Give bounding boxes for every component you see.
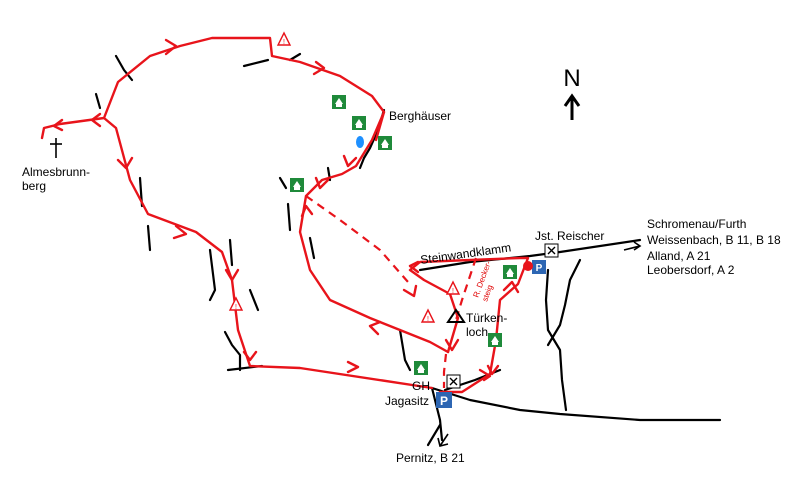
- trail-dashed-upper: [305, 195, 409, 283]
- label-pernitz: Pernitz, B 21: [396, 451, 465, 465]
- arrow-east-2: [172, 224, 188, 240]
- ridge-west-4: [228, 238, 234, 267]
- lake-icon: [356, 136, 364, 148]
- ridge-west-2: [208, 248, 217, 302]
- ridge-jagasitz: [398, 328, 412, 372]
- hut-icon: [352, 116, 366, 130]
- ridge-nw-3: [94, 92, 102, 110]
- road-south: [430, 386, 444, 442]
- hut-icon: [488, 333, 502, 347]
- trail-berghauser: [374, 110, 386, 142]
- ridge-top-1: [242, 58, 270, 68]
- hut-icon: [378, 136, 392, 150]
- trail-layer: [40, 36, 530, 394]
- arrow-ne-3: [342, 154, 358, 168]
- trail-loop-west: [40, 36, 450, 390]
- road-east: [430, 386, 722, 422]
- restaurant-icon: [446, 374, 461, 389]
- trailhead-dot: [523, 261, 533, 271]
- hut-icon: [503, 265, 517, 279]
- arrow-south-2: [224, 268, 240, 282]
- arrow-se-1: [402, 284, 418, 298]
- trail-arrows: [52, 38, 520, 382]
- label-almesbrunnberg-2: berg: [22, 179, 46, 193]
- arrow-north-3: [502, 280, 520, 294]
- label-schromenau: Schromenau/Furth: [647, 217, 746, 231]
- road-south-branch: [426, 423, 442, 447]
- danger-icon: !: [276, 31, 292, 46]
- exit-arrow-south: [437, 433, 449, 447]
- arrow-north-1: [300, 204, 314, 218]
- label-gh: GH: [412, 379, 430, 393]
- restaurant-icon: [544, 243, 559, 258]
- label-berghauser: Berghäuser: [389, 109, 451, 123]
- ridge-nw-4: [114, 54, 134, 82]
- label-jst-reischer: Jst. Reischer: [535, 229, 604, 243]
- arrow-ne-2: [312, 60, 326, 76]
- arrow-south-3: [116, 156, 134, 170]
- label-turkenloch-1: Türken-: [466, 311, 507, 325]
- hut-icon: [414, 361, 428, 375]
- arrow-west-1: [90, 112, 102, 128]
- arrow-north-2: [486, 364, 500, 376]
- parking-icon: P: [436, 392, 452, 408]
- cave-icon: [446, 308, 466, 323]
- arrow-ne-5: [478, 368, 492, 382]
- label-alland: Alland, A 21: [647, 249, 711, 263]
- arrow-south-1: [242, 350, 258, 362]
- arrow-ne-4: [314, 176, 330, 190]
- label-jagasitz: Jagasitz: [385, 394, 429, 408]
- danger-icon: !: [420, 308, 436, 323]
- label-turkenloch-2: loch: [466, 325, 488, 339]
- road-north-east: [418, 238, 642, 272]
- ridge-line: [546, 258, 582, 347]
- danger-icon: !: [445, 280, 461, 295]
- exit-arrow-east: [623, 241, 642, 251]
- svg-text:P: P: [536, 263, 543, 274]
- ridge-west-3: [248, 288, 260, 312]
- ridge-west-1: [223, 330, 242, 372]
- svg-text:!: !: [283, 39, 285, 46]
- parking-icon: P: [532, 260, 546, 274]
- north-arrow: N: [563, 65, 581, 120]
- arrow-ne-1: [164, 38, 178, 56]
- hut-icon: [332, 95, 346, 109]
- ridge-nw-2: [146, 224, 152, 252]
- svg-text:!: !: [452, 288, 454, 295]
- label-leobersdorf: Leobersdorf, A 2: [647, 263, 735, 277]
- svg-text:!: !: [427, 316, 429, 323]
- ridge-mid-1: [278, 176, 288, 190]
- hut-icon: [290, 178, 304, 192]
- cross-icon: [50, 138, 62, 158]
- ridge-mid-2: [286, 202, 292, 232]
- trail-loop-east: [408, 256, 530, 394]
- arrow-west-2: [52, 118, 64, 132]
- arrow-south-4: [444, 338, 460, 352]
- ridge-mid-4: [308, 236, 316, 260]
- label-almesbrunnberg-1: Almesbrunn-: [22, 165, 90, 179]
- stream-east: [544, 268, 568, 412]
- arrow-west-4: [408, 260, 420, 274]
- arrow-east-1: [346, 360, 360, 374]
- svg-text:N: N: [563, 65, 580, 92]
- svg-text:!: !: [235, 304, 237, 311]
- trail-dashed-south: [442, 353, 448, 388]
- arrow-west-3: [368, 320, 382, 336]
- label-weissenbach: Weissenbach, B 11, B 18: [647, 233, 781, 247]
- svg-text:P: P: [440, 394, 448, 408]
- danger-icon: !: [228, 296, 244, 311]
